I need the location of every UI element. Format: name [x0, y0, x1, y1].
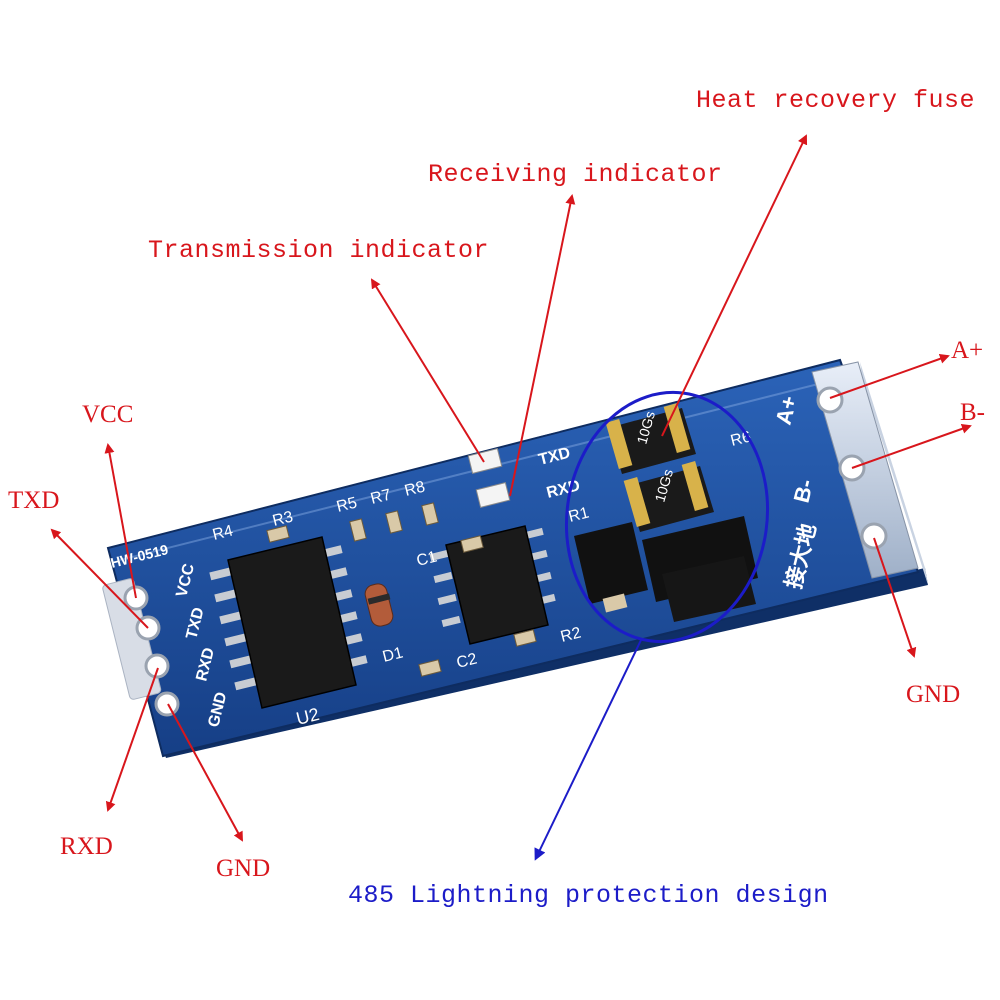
- pad-gnd-right: [860, 522, 888, 550]
- arrow-icon: [105, 667, 159, 812]
- silk-r3: R3: [271, 508, 295, 529]
- silk-c1: C1: [415, 548, 439, 569]
- pin-header-left: [102, 578, 180, 717]
- fuse-top: 10Gs: [605, 403, 696, 474]
- silk-r4: R4: [211, 522, 235, 543]
- silk-r7: R7: [369, 486, 393, 507]
- silk-u2: U2: [294, 704, 321, 729]
- silk-d1: D1: [381, 644, 405, 665]
- label-vcc: VCC: [82, 401, 134, 428]
- label-a-plus: A+: [951, 337, 984, 364]
- arrow-icon: [50, 528, 149, 629]
- label-b-minus: B-: [960, 399, 985, 426]
- silk-r5: R5: [335, 494, 359, 515]
- arrow-icon: [509, 194, 576, 497]
- label-heat-recovery-fuse: Heat recovery fuse: [696, 86, 976, 115]
- silk-c2: C2: [455, 650, 479, 671]
- chip-transceiver: [429, 525, 556, 645]
- label-gnd-left: GND: [216, 855, 271, 882]
- label-txd: TXD: [8, 487, 60, 514]
- arrow-icon: [167, 703, 243, 842]
- silk-r1: R1: [567, 504, 591, 525]
- arrow-icon: [829, 353, 950, 399]
- terminal-strip-right: [811, 361, 919, 579]
- diode-d1: [364, 583, 394, 627]
- label-gnd-right: GND: [906, 681, 961, 708]
- label-lightning-protection: 485 Lightning protection design: [348, 881, 829, 910]
- tvs-diodes: [574, 516, 758, 622]
- pad-a-plus: [816, 386, 844, 414]
- silk-r8: R8: [403, 478, 427, 499]
- silk-r2: R2: [559, 624, 583, 645]
- fuse-bottom: 10Gs: [623, 461, 714, 532]
- label-transmission-indicator: Transmission indicator: [148, 236, 490, 265]
- arrow-icon: [534, 637, 643, 861]
- label-rxd: RXD: [60, 833, 113, 860]
- pad-rxd: [144, 653, 170, 679]
- label-receiving-indicator: Receiving indicator: [428, 160, 723, 189]
- arrow-icon: [370, 278, 485, 463]
- chip-u2: U2: [209, 536, 368, 729]
- arrow-icon: [851, 423, 972, 469]
- protection-highlight-ellipse: [564, 390, 770, 644]
- arrow-icon: [661, 134, 808, 437]
- arrow-icon: [873, 537, 917, 658]
- pad-gnd: [154, 691, 180, 717]
- arrow-icon: [104, 443, 137, 599]
